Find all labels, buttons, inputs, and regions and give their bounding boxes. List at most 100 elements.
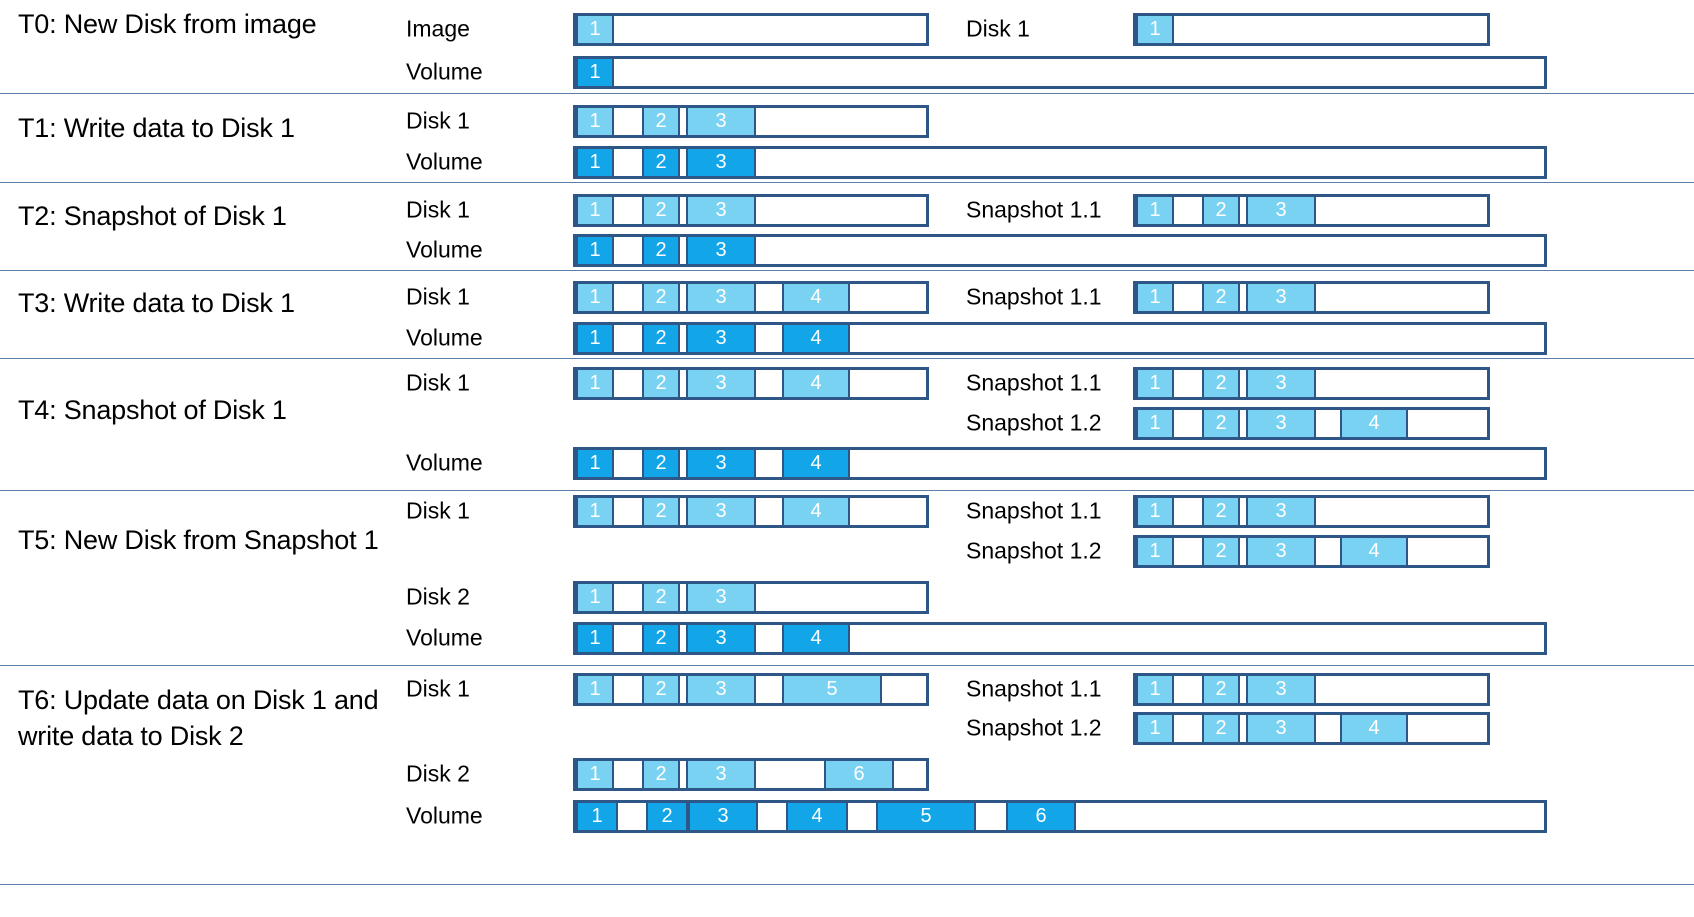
step-label-t6: T6: Update data on Disk 1 and write data… [18,684,379,751]
block-2: 2 [1202,538,1240,565]
block-3: 3 [1246,498,1316,525]
block-4: 4 [782,325,850,352]
block-3: 3 [686,284,756,311]
step-label-t0: T0: New Disk from image [18,8,317,39]
bar-label-t6-disk2-bar: Disk 2 [406,760,470,787]
bar-label-t6-volume-bar: Volume [406,802,483,829]
block-1: 1 [1136,410,1174,437]
block-2: 2 [642,370,680,397]
block-3: 3 [686,625,756,652]
block-1: 1 [1136,715,1174,742]
block-1: 1 [576,59,614,86]
block-1: 1 [576,325,614,352]
block-1: 1 [1136,16,1174,43]
block-2: 2 [642,625,680,652]
block-3: 3 [1246,715,1316,742]
step-label-t1: T1: Write data to Disk 1 [18,112,295,143]
bar-label-t2-volume-bar: Volume [406,236,483,263]
bar-label-t0-volume-bar: Volume [406,58,483,85]
block-1: 1 [576,803,618,830]
block-4: 4 [782,370,850,397]
block-1: 1 [576,676,614,703]
bar-label-t5-disk2-bar: Disk 2 [406,583,470,610]
block-6: 6 [824,761,894,788]
bar-label-t0-disk1-bar: Disk 1 [966,15,1030,42]
section-divider-1 [0,182,1694,183]
block-1: 1 [1136,284,1174,311]
block-1: 1 [576,149,614,176]
block-1: 1 [576,625,614,652]
block-4: 4 [1340,538,1408,565]
bar-label-t6-snapshot11-bar: Snapshot 1.1 [966,675,1102,702]
bar-label-t1-disk1-bar: Disk 1 [406,107,470,134]
section-divider-5 [0,665,1694,666]
block-3: 3 [686,197,756,224]
block-3: 3 [686,498,756,525]
block-2: 2 [642,450,680,477]
bar-label-t4-snapshot11-bar: Snapshot 1.1 [966,369,1102,396]
block-3: 3 [1246,410,1316,437]
block-2: 2 [1202,197,1240,224]
block-1: 1 [576,108,614,135]
block-2: 2 [642,498,680,525]
bar-label-t4-disk1-bar: Disk 1 [406,369,470,396]
block-1: 1 [1136,498,1174,525]
block-1: 1 [576,16,614,43]
block-3: 3 [1246,676,1316,703]
step-label-t4: T4: Snapshot of Disk 1 [18,394,287,425]
block-2: 2 [1202,715,1240,742]
block-3: 3 [686,237,756,264]
block-4: 4 [782,625,850,652]
bar-label-t6-disk1-bar: Disk 1 [406,675,470,702]
block-1: 1 [1136,370,1174,397]
block-2: 2 [642,237,680,264]
bar-label-t4-snapshot12-bar: Snapshot 1.2 [966,409,1102,436]
block-2: 2 [1202,676,1240,703]
block-4: 4 [1340,715,1408,742]
section-divider-0 [0,93,1694,94]
t0-disk1-bar: 1 [1133,13,1490,46]
bar-label-t1-volume-bar: Volume [406,148,483,175]
step-label-t5: T5: New Disk from Snapshot 1 [18,524,379,555]
step-label-t2: T2: Snapshot of Disk 1 [18,200,287,231]
section-divider-3 [0,358,1694,359]
block-2: 2 [642,761,680,788]
block-1: 1 [576,761,614,788]
bar-label-t3-snapshot11-bar: Snapshot 1.1 [966,283,1102,310]
block-3: 3 [686,325,756,352]
bar-label-t3-disk1-bar: Disk 1 [406,283,470,310]
block-2: 2 [1202,284,1240,311]
block-3: 3 [688,803,758,830]
bar-label-t3-volume-bar: Volume [406,324,483,351]
block-3: 3 [686,584,756,611]
block-3: 3 [1246,370,1316,397]
block-4: 4 [782,450,850,477]
block-5: 5 [782,676,882,703]
step-label-t3: T3: Write data to Disk 1 [18,287,295,318]
block-3: 3 [686,370,756,397]
t0-image-bar: 1 [573,13,929,46]
block-3: 3 [1246,538,1316,565]
block-1: 1 [1136,676,1174,703]
block-3: 3 [1246,197,1316,224]
block-4: 4 [782,498,850,525]
section-divider-4 [0,490,1694,491]
block-3: 3 [1246,284,1316,311]
bar-label-t5-volume-bar: Volume [406,624,483,651]
block-2: 2 [1202,370,1240,397]
block-3: 3 [686,676,756,703]
block-2: 2 [642,197,680,224]
